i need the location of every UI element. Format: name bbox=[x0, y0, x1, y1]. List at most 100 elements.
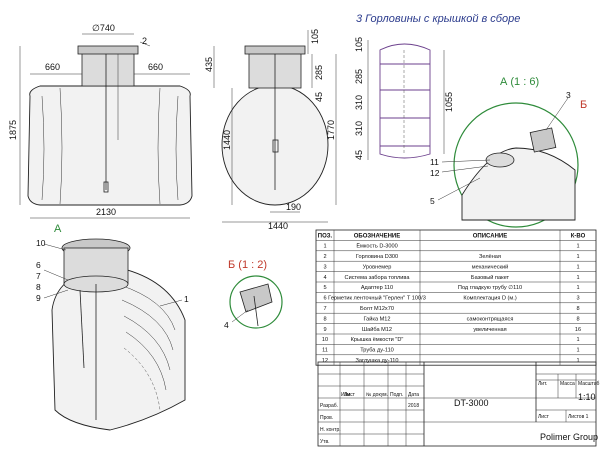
tb-scale-header: Масштаб bbox=[578, 381, 600, 387]
callout-1: 1 bbox=[184, 294, 189, 304]
bom-cell: 6 bbox=[323, 296, 326, 302]
callout-11: 11 bbox=[430, 157, 439, 167]
dim-285: 285 bbox=[354, 69, 364, 84]
bom-cell: 1 bbox=[576, 337, 579, 343]
detail-a-level-gauge bbox=[529, 127, 557, 153]
front-view: ∅740 2 660 660 1875 2130 bbox=[8, 23, 193, 219]
bom-cell: Шайба М12 bbox=[362, 326, 392, 333]
bom-header-cell: К-ВО bbox=[571, 233, 586, 239]
leader-line bbox=[43, 269, 69, 281]
callout-2: 2 bbox=[142, 36, 147, 46]
detail-a-tank-section bbox=[461, 147, 576, 221]
callout-5: 5 bbox=[430, 196, 435, 206]
bom-cell: Горловина D300 bbox=[356, 254, 398, 260]
dim-435: 435 bbox=[204, 57, 214, 72]
tb-prov: Пров. bbox=[320, 415, 333, 421]
dim-1055: 1055 bbox=[444, 92, 454, 112]
side-view: 435 1440 105 285 45 1770 190 1440 bbox=[204, 29, 337, 231]
tb-row-list: Лист bbox=[344, 392, 356, 398]
iso-rib bbox=[119, 284, 176, 331]
detail-b-fitting bbox=[239, 283, 273, 313]
tb-lit: Лит. bbox=[538, 381, 547, 387]
bom-cell: Заглушка ду-110 bbox=[355, 358, 398, 364]
bom-cell: 1 bbox=[323, 244, 326, 250]
dim-285: 285 bbox=[314, 65, 324, 80]
tb-row-izm: Изм. bbox=[341, 392, 352, 398]
bom-cell: 4 bbox=[323, 275, 326, 281]
iso-view-a-label: А bbox=[54, 223, 62, 235]
bom-cell: 3 bbox=[576, 296, 579, 302]
callout-7: 7 bbox=[36, 271, 41, 281]
bom-header-cell: ПОЗ. bbox=[318, 233, 333, 239]
tb-row-doc: № докум. bbox=[366, 392, 388, 398]
iso-level-gauge bbox=[79, 289, 85, 369]
dim-width-total: 2130 bbox=[96, 207, 116, 217]
tb-designation: DT-3000 bbox=[454, 398, 489, 408]
callout-6: 6 bbox=[36, 260, 41, 270]
tb-mass: Масса bbox=[560, 381, 575, 387]
leader-line bbox=[43, 289, 69, 299]
iso-rib bbox=[123, 315, 171, 371]
bom-cell: Ёмкость D-3000 bbox=[356, 243, 397, 250]
dim-190: 190 bbox=[286, 202, 301, 212]
tb-sheet: Лист bbox=[538, 414, 550, 420]
bom-cell: Адаптер 110 bbox=[361, 285, 393, 291]
bom-cell: Комплектация D (м.) bbox=[463, 296, 517, 302]
callout-9: 9 bbox=[36, 293, 41, 303]
bom-cell: 1 bbox=[576, 348, 579, 354]
bom-cell: 8 bbox=[576, 306, 579, 312]
bom-cell: Труба ду-110 bbox=[360, 348, 394, 354]
dim-310: 310 bbox=[354, 121, 364, 136]
bom-cell: 16 bbox=[575, 327, 581, 333]
detail-a-adapter bbox=[485, 152, 515, 168]
neck-view: 3 Горловины с крышкой в сборе 105 285 31… bbox=[354, 13, 520, 160]
bom-header-cell: ОПИСАНИЕ bbox=[473, 233, 507, 239]
leader-line bbox=[43, 243, 67, 251]
bom-cell: 2 bbox=[323, 254, 326, 260]
bom-cell: 12 bbox=[322, 358, 328, 364]
bom-cell: Зелёная bbox=[479, 254, 501, 260]
neck-assembly-outline bbox=[379, 43, 431, 159]
dim-neck-dia: ∅740 bbox=[92, 23, 115, 33]
dim-45: 45 bbox=[354, 150, 364, 160]
front-rib bbox=[41, 95, 45, 201]
iso-tank-body bbox=[51, 267, 186, 431]
leader-line bbox=[441, 159, 491, 163]
bom-cell: 10 bbox=[322, 337, 328, 343]
bom-cell: 8 bbox=[323, 316, 326, 322]
bom-cell: Крышка ёмкости "D" bbox=[351, 337, 404, 343]
leader-line bbox=[139, 41, 151, 47]
callout-8: 8 bbox=[36, 282, 41, 292]
bom-cell: механический bbox=[472, 263, 508, 270]
iso-view: А 10 6 7 8 9 1 bbox=[36, 223, 189, 431]
bom-cell: 1 bbox=[576, 254, 579, 260]
dim-105: 105 bbox=[310, 29, 320, 44]
bom-cell: Гайка М12 bbox=[363, 315, 390, 322]
callout-3: 3 bbox=[566, 90, 571, 100]
tb-company: Polimer Group bbox=[540, 432, 598, 442]
tb-nkontr: Н. контр. bbox=[320, 427, 341, 433]
iso-rib bbox=[123, 347, 161, 411]
tb-scale: 1:10 bbox=[578, 392, 596, 402]
detail-b: Б (1 : 2) 4 bbox=[224, 259, 283, 330]
title-block-frame bbox=[317, 361, 597, 447]
detail-b-label: Б (1 : 2) bbox=[228, 259, 267, 271]
front-tank-body bbox=[27, 85, 193, 206]
bom-cell: 1 bbox=[576, 264, 579, 270]
bom-cell: 3 bbox=[323, 264, 326, 270]
bom-cell: Система забора топлива bbox=[345, 275, 411, 281]
dim-left-width: 660 bbox=[45, 62, 60, 72]
bom-cell: самоконтрящаяся bbox=[467, 316, 514, 322]
detail-a-circle bbox=[453, 102, 579, 228]
tb-row-date: Дата bbox=[408, 392, 419, 398]
bom-cell: 11 bbox=[322, 348, 328, 354]
leader-line bbox=[231, 309, 249, 323]
detail-b-pipe bbox=[253, 295, 259, 327]
callout-4: 4 bbox=[224, 320, 229, 330]
front-rib bbox=[175, 95, 179, 201]
front-neck bbox=[81, 51, 135, 87]
dim-height-total: 1875 bbox=[8, 120, 18, 140]
